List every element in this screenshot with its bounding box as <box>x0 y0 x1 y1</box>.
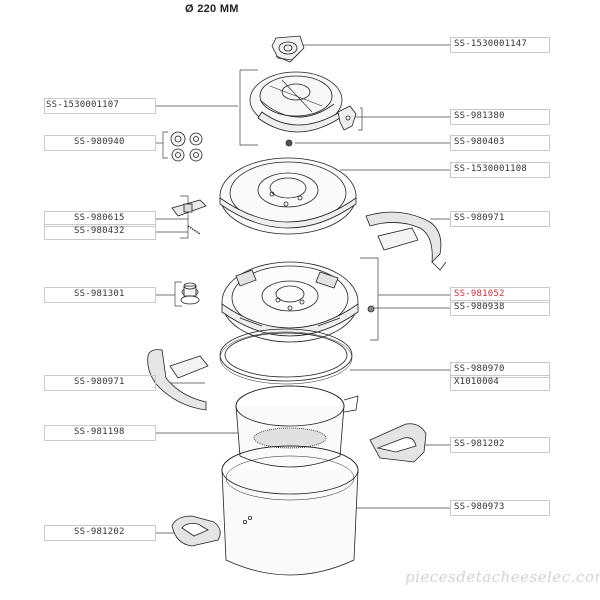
label-box <box>450 375 550 391</box>
label-ss-980971-left: SS-980971 <box>74 377 125 387</box>
label-box <box>44 135 156 151</box>
label-ss-1530001147: SS-1530001147 <box>454 39 528 49</box>
label-ss-981052-highlighted: SS-981052 <box>454 289 505 299</box>
label-box <box>450 362 550 378</box>
valve-cap <box>271 35 305 63</box>
label-ss-980973: SS-980973 <box>454 502 505 512</box>
label-ss-980971-right: SS-980971 <box>454 213 505 223</box>
label-ss-981202-left: SS-981202 <box>74 527 125 537</box>
inner-lid <box>219 157 357 235</box>
label-ss-981202-right: SS-981202 <box>454 439 505 449</box>
left-pot-handle <box>171 515 221 547</box>
left-handle <box>147 349 209 411</box>
label-x1010004: X1010004 <box>454 377 499 387</box>
label-box <box>450 162 550 178</box>
label-box <box>44 224 156 240</box>
small-nut <box>367 305 375 313</box>
diameter-title: Ø 220 MM <box>185 3 239 15</box>
label-ss-980970: SS-980970 <box>454 364 505 374</box>
label-ss-1530001108: SS-1530001108 <box>454 164 528 174</box>
label-box <box>44 525 156 541</box>
label-ss-981380: SS-981380 <box>454 111 505 121</box>
label-box <box>450 109 550 125</box>
leader-lines <box>155 44 450 534</box>
label-box <box>450 37 550 53</box>
lock-mechanism <box>171 199 207 235</box>
label-box <box>44 211 156 227</box>
label-ss-1530001107: SS-1530001107 <box>46 100 120 110</box>
pot-body <box>221 445 359 576</box>
seal-set <box>170 131 203 162</box>
label-ss-980432: SS-980432 <box>74 226 125 236</box>
label-box <box>450 135 550 151</box>
label-box <box>44 425 156 441</box>
label-box <box>450 287 550 303</box>
label-ss-981198: SS-981198 <box>74 427 125 437</box>
label-box <box>450 500 550 516</box>
gasket <box>219 328 353 385</box>
lid-cover <box>249 71 343 133</box>
label-box <box>44 375 156 391</box>
label-box <box>450 211 550 227</box>
pressure-valve <box>180 282 200 305</box>
right-pot-handle <box>369 423 427 463</box>
valve-clip <box>337 105 357 131</box>
label-box <box>44 98 156 114</box>
small-ball <box>285 139 293 147</box>
label-box <box>450 437 550 453</box>
watermark: piecesdetacheeselec.com <box>405 568 600 586</box>
label-ss-980403: SS-980403 <box>454 137 505 147</box>
label-ss-981301: SS-981301 <box>74 289 125 299</box>
label-ss-980615: SS-980615 <box>74 213 125 223</box>
label-ss-980940: SS-980940 <box>74 137 125 147</box>
label-box <box>450 300 550 316</box>
label-ss-980938: SS-980938 <box>454 302 505 312</box>
steamer-basket <box>235 385 359 468</box>
label-box <box>44 287 156 303</box>
main-lid <box>221 261 359 343</box>
right-handle <box>365 211 447 271</box>
